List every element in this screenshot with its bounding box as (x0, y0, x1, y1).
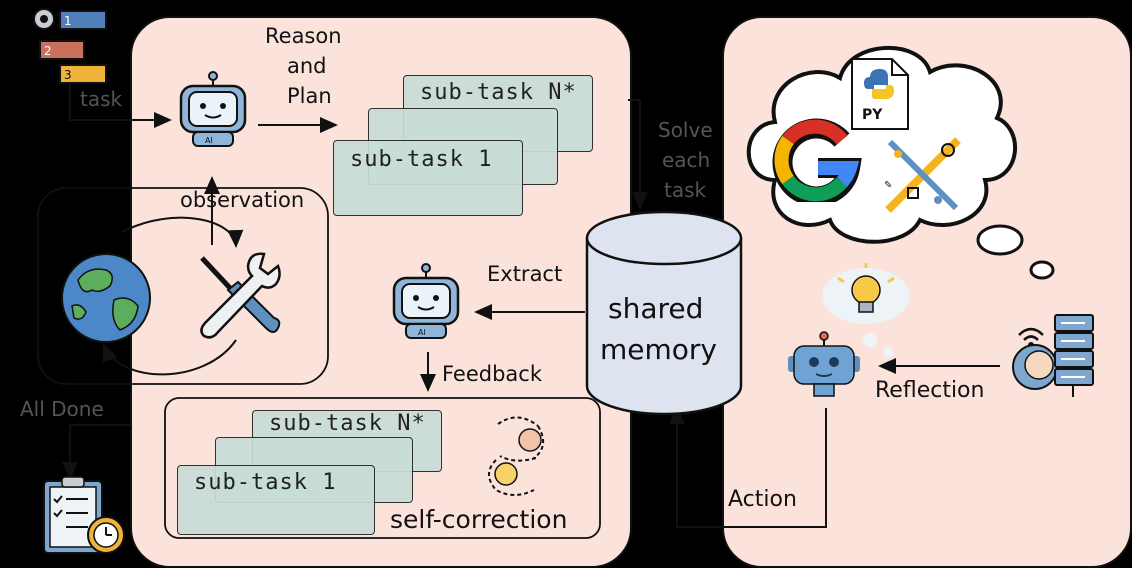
svg-text:AI: AI (418, 328, 426, 337)
subtask-card-n-label: sub-task N* (420, 80, 577, 105)
robot-agent-icon: AI (179, 71, 247, 147)
feedback-label: Feedback (442, 362, 543, 386)
google-icon (772, 118, 862, 202)
self-correction-label: self-correction (390, 505, 568, 534)
extract-label: Extract (487, 262, 563, 286)
correction-card-1-label: sub-task 1 (194, 470, 337, 495)
globe-icon (61, 253, 151, 343)
py-label: PY (862, 107, 883, 123)
plan-label: Plan (287, 84, 332, 108)
subtask-card-1-label: sub-task 1 (350, 147, 493, 172)
reason-label: Reason (265, 24, 342, 48)
solve-label: Solve (658, 118, 713, 142)
refresh-emotion-icon (488, 416, 545, 496)
svg-text:✎: ✎ (884, 180, 892, 191)
correction-card-n-label: sub-task N* (269, 411, 426, 436)
server-user-icon (1012, 314, 1094, 397)
svg-text:AI: AI (205, 136, 213, 145)
svg-text:3: 3 (64, 68, 72, 82)
and-label: and (287, 54, 327, 78)
wrench-screwdriver-icon (200, 252, 281, 339)
lightbulb-icon (822, 263, 910, 324)
svg-text:1: 1 (64, 14, 72, 28)
shared-memory-cylinder (585, 210, 743, 416)
robot-reflector-icon (788, 331, 860, 397)
correction-card-1: sub-task 1 (177, 465, 375, 535)
task-label-2: task (664, 178, 707, 202)
memory-label-line2: memory (600, 333, 717, 366)
each-label: each (662, 148, 711, 172)
reflection-label: Reflection (875, 378, 985, 403)
task-label: task (80, 87, 123, 111)
gear-list-icon: 1 2 3 (33, 8, 107, 84)
observation-label: observation (180, 188, 305, 212)
all-done-label: All Done (20, 397, 104, 421)
action-label: Action (728, 487, 797, 512)
clipboard-checklist-icon (43, 476, 125, 554)
robot-corrector-icon: AI (392, 263, 460, 339)
svg-text:2: 2 (44, 44, 52, 58)
subtask-card-1: sub-task 1 (333, 140, 523, 216)
python-file-icon (851, 58, 909, 130)
thought-dots (863, 333, 893, 357)
memory-label-line1: shared (608, 292, 704, 325)
design-tools-icon: ✎ (884, 137, 961, 213)
